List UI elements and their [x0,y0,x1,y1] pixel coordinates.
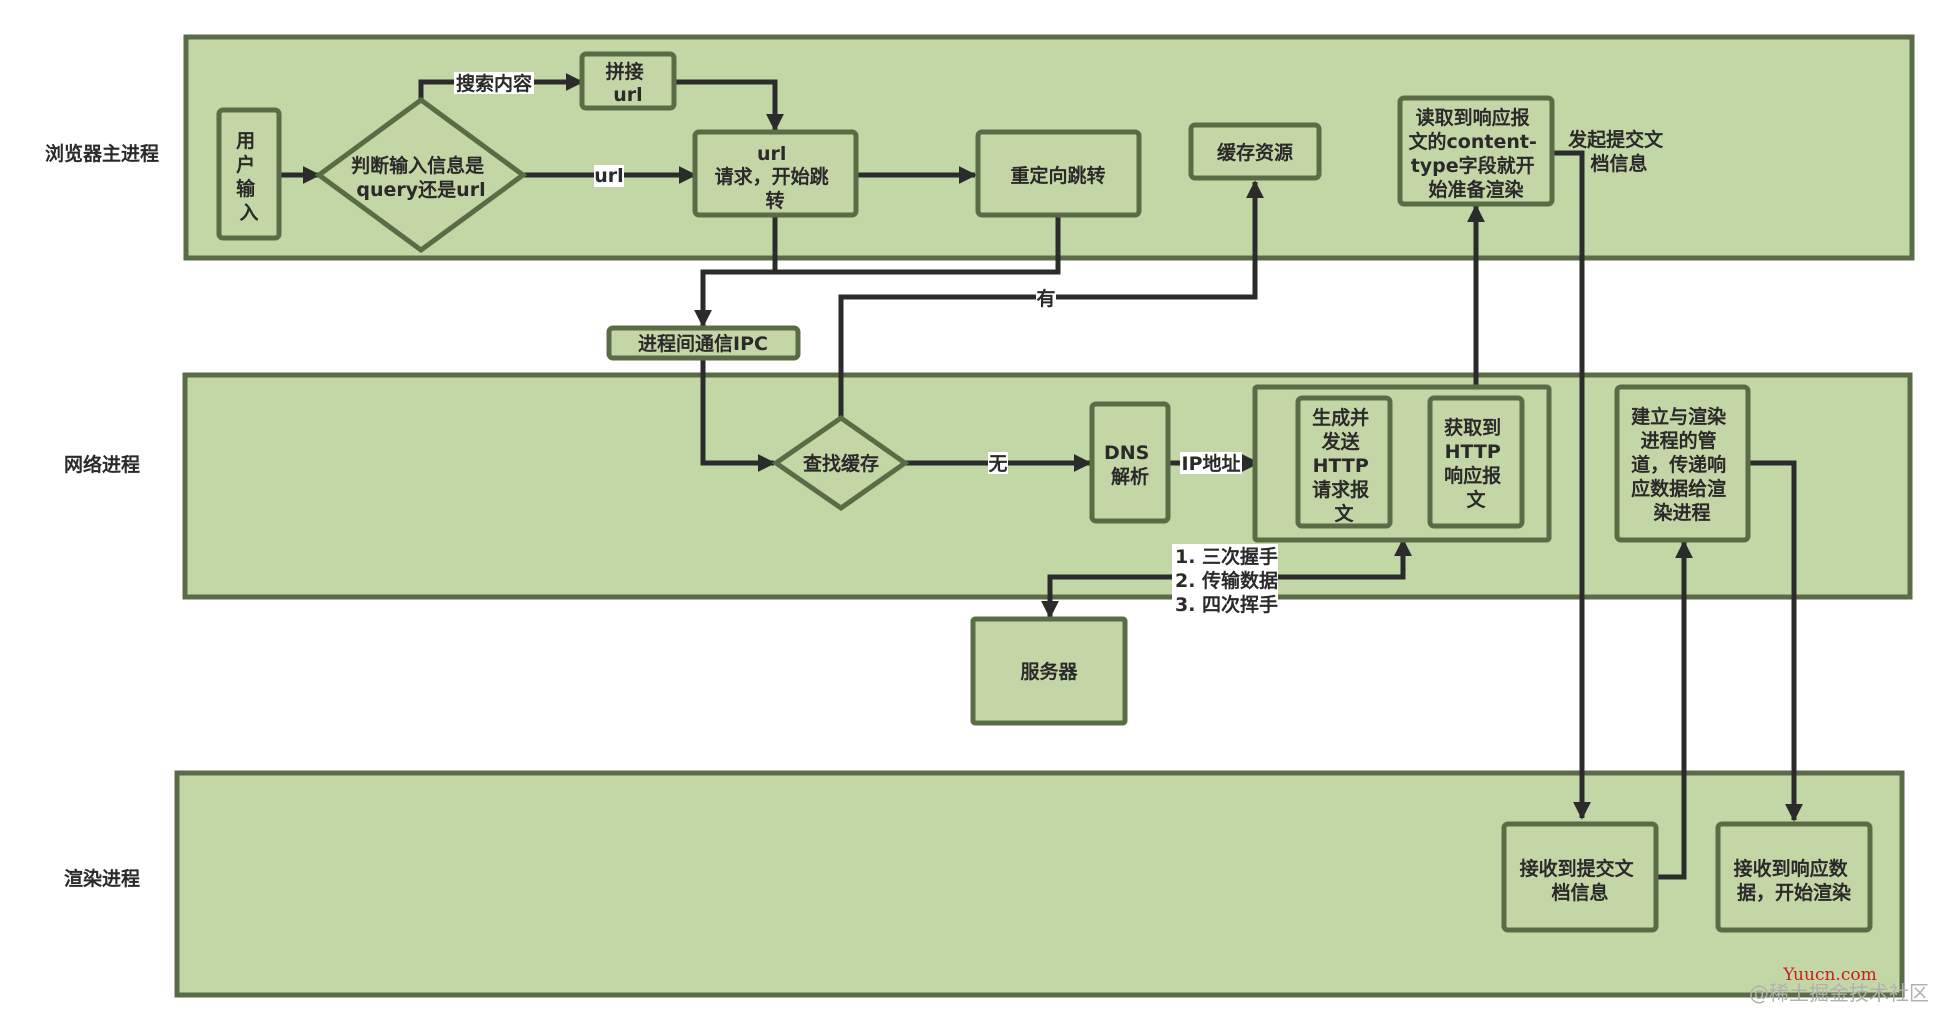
concat-url-node [579,51,677,111]
has-edge-label: 有 [1036,287,1055,310]
pipeline-text: 建立与渲染 进程的管 道，传递响 应数据给渲 染进程 [1631,405,1733,524]
recv-data-node [1715,821,1873,933]
redirect-node [975,129,1142,218]
edge-redirect-to-ipc [694,215,1061,328]
network-lane-label: 网络进程 [64,453,140,476]
server-node [970,616,1128,726]
request-node [692,129,859,218]
user-input-text: 用 户 输 入 [236,130,262,224]
ipc-node [606,325,801,361]
find-cache-diamond [771,414,910,512]
search-edge-label: 搜索内容 [456,72,532,95]
user-input-node [216,107,282,241]
send-http-node [1295,395,1393,529]
recv-data-text: 接收到响应数 据，开始渲染 [1734,857,1855,904]
request-text: url 请求，开始跳 转 [715,143,836,212]
render-lane-label: 渲染进程 [64,867,140,890]
get-http-node [1427,395,1525,529]
judge-diamond [314,96,528,254]
browser-lane-label: 浏览器主进程 [45,142,159,165]
edge-commit-document [1547,150,1591,820]
edge-pipeline-to-recv-data [1748,460,1803,822]
url-label-bg [594,165,624,187]
ip-edge-label: IP地址 [1182,452,1241,475]
edge-recv-to-pipeline [1656,540,1693,880]
edge-concat-to-request [676,79,784,132]
recv-commit-node [1501,821,1659,933]
cache-resource-text: 缓存资源 [1217,141,1293,164]
server-text: 服务器 [1020,660,1078,683]
find-cache-text: 查找缓存 [802,452,879,475]
has-label-bg [1036,289,1056,311]
redirect-text: 重定向跳转 [1010,164,1105,187]
community-watermark: @稀土掘金技术社区 [1749,981,1929,1005]
tcp-edge-label: 1. 三次握手 2. 传输数据 3. 四次挥手 [1175,545,1285,616]
send-http-text: 生成并 发送 HTTP 请求报 文 [1312,406,1376,525]
read-response-text: 读取到响应报 文的content- type字段就开 始准备渲染 [1409,106,1544,201]
none-edge-label: 无 [988,453,1007,475]
tcp-label-bg [1172,544,1278,614]
read-response-node [1397,95,1555,207]
dns-node [1089,401,1171,524]
dns-text: DNS 解析 [1104,442,1156,488]
concat-url-text: 拼接 url [606,60,651,106]
none-label-bg [988,452,1008,474]
search-label-bg [454,72,534,94]
cache-resource-node [1188,122,1322,181]
site-watermark: Yuucn.com [1782,965,1876,985]
pipeline-node [1614,384,1751,543]
ipc-text: 进程间通信IPC [638,332,768,355]
edge-ipc-to-find-cache [700,360,776,472]
url-edge-label: url [594,165,623,187]
edge-server-to-http [1050,538,1412,580]
judge-text: 判断输入信息是 query还是url [351,154,491,201]
get-http-text: 获取到 HTTP 响应报 文 [1444,416,1508,511]
commit-edge-label: 发起提交文 档信息 [1567,128,1670,175]
recv-commit-text: 接收到提交文 档信息 [1520,857,1641,904]
ip-label-bg [1180,452,1242,474]
